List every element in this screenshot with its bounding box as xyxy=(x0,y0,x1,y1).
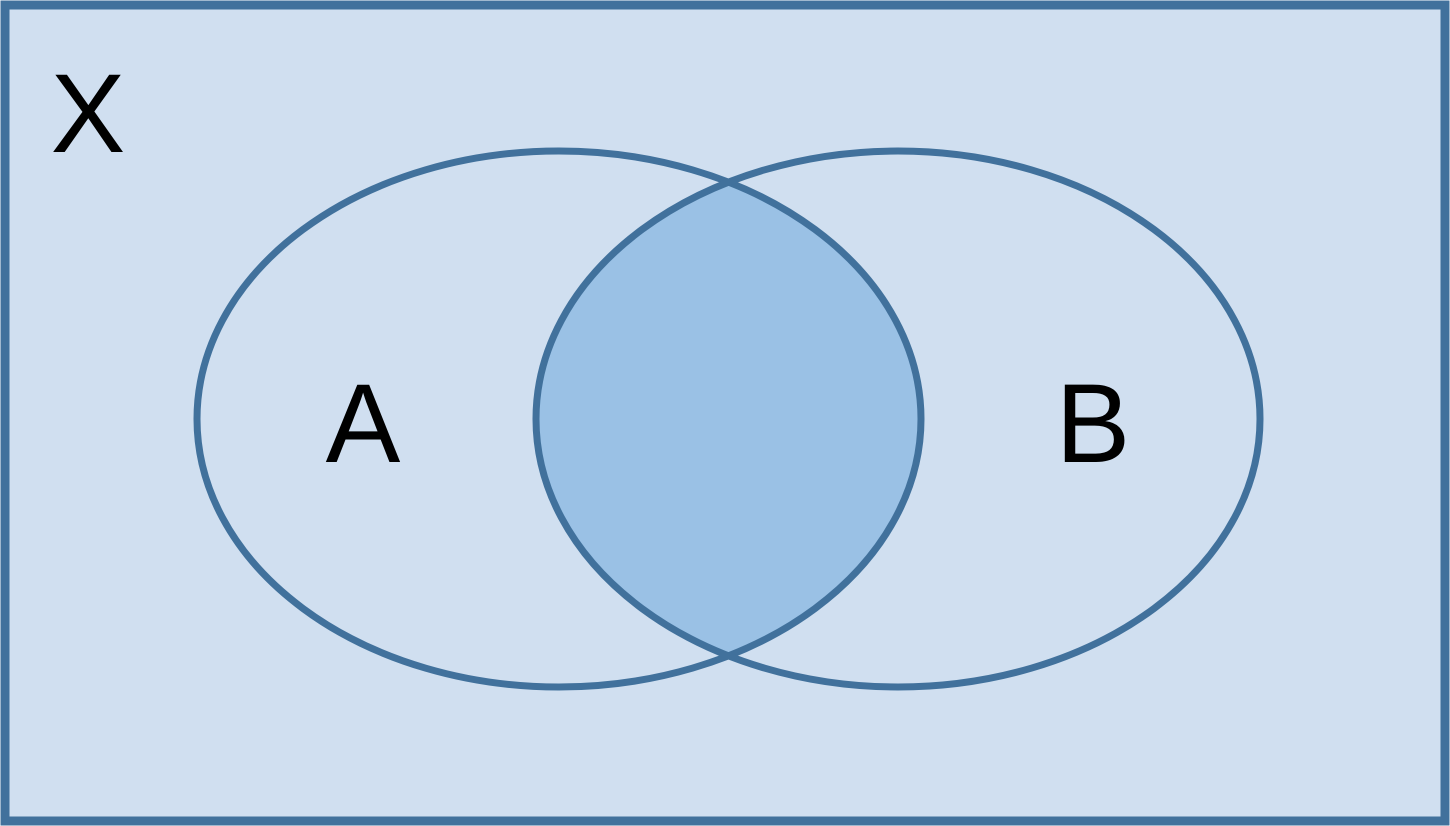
set-b-ellipse xyxy=(532,147,1264,691)
set-b-label: B xyxy=(1056,361,1131,486)
set-a-label: A xyxy=(326,361,401,486)
intersection-region xyxy=(536,151,921,687)
universe-label: X xyxy=(51,51,126,176)
set-a-ellipse xyxy=(193,147,925,691)
